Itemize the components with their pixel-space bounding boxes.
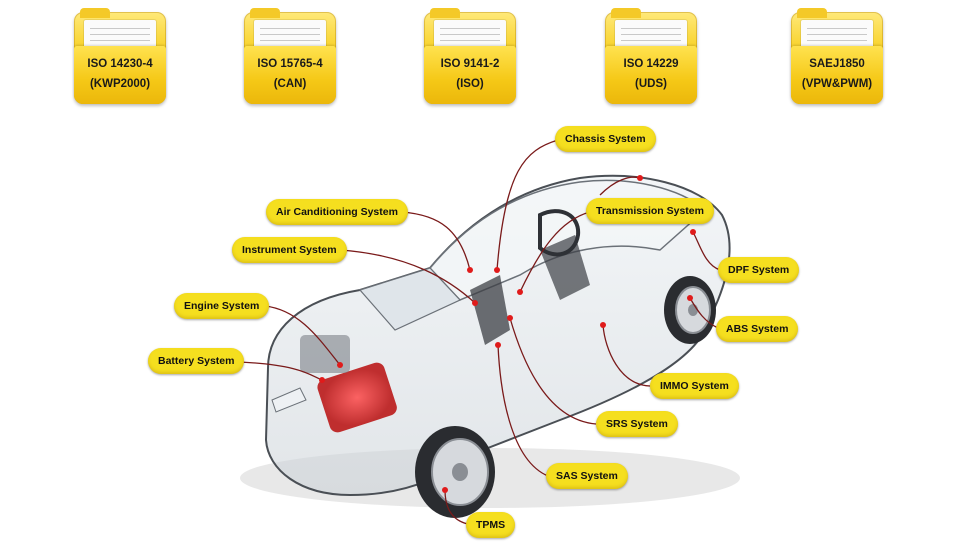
folder-icon — [424, 8, 516, 104]
label-abs-system: ABS System — [716, 316, 799, 342]
leader-instrument — [339, 249, 476, 304]
leader-chassis — [496, 139, 559, 271]
leader-sas — [497, 344, 549, 477]
point-transmission — [517, 289, 523, 295]
leader-immo — [602, 324, 651, 387]
leader-chassis-2 — [599, 176, 641, 196]
rear-wheel — [664, 276, 716, 344]
protocol-sub: (UDS) — [635, 78, 667, 90]
label-sas-system: SAS System — [546, 463, 628, 489]
protocol-folder-iso: ISO 9141-2 (ISO) — [424, 8, 516, 104]
point-abs — [687, 295, 693, 301]
protocol-name: ISO 14230-4 — [87, 58, 153, 70]
point-air-conditioning — [467, 267, 473, 273]
folder-icon — [74, 8, 166, 104]
leader-air-conditioning — [401, 211, 471, 271]
leader-battery — [239, 361, 323, 381]
point-battery — [319, 377, 325, 383]
point-immo — [600, 322, 606, 328]
car-seat-front — [470, 275, 510, 345]
engine-block — [317, 362, 397, 433]
label-srs-system: SRS System — [596, 411, 678, 437]
protocol-folder-uds: ISO 14229 (UDS) — [605, 8, 697, 104]
point-sas — [495, 342, 501, 348]
leader-tpms — [444, 489, 469, 525]
folder-icon — [244, 8, 336, 104]
protocol-name: ISO 14229 — [623, 58, 679, 70]
folder-icon — [791, 8, 883, 104]
label-immo-system: IMMO System — [650, 373, 739, 399]
protocol-name: ISO 9141-2 — [440, 58, 500, 70]
headlight — [271, 387, 307, 413]
protocol-sub: (CAN) — [273, 78, 307, 90]
label-dpf-system: DPF System — [718, 257, 800, 283]
label-transmission-system: Transmission System — [586, 198, 714, 224]
folder-icon — [605, 8, 697, 104]
label-battery-system: Battery System — [148, 348, 245, 374]
label-chassis-system: Chassis System — [555, 126, 656, 152]
point-transmission-2 — [637, 175, 643, 181]
point-dpf — [690, 229, 696, 235]
point-tpms — [442, 487, 448, 493]
leader-abs — [689, 297, 719, 329]
leader-engine — [264, 305, 341, 366]
protocol-sub: (KWP2000) — [89, 78, 151, 90]
car-seat-rear — [540, 235, 590, 300]
protocol-folder-vpw-pwm: SAEJ1850 (VPW&PWM) — [791, 8, 883, 104]
protocol-name: SAEJ1850 — [809, 58, 865, 70]
car-windshield — [358, 267, 462, 331]
leader-srs — [509, 317, 597, 425]
car-steering — [538, 209, 581, 257]
protocol-sub: (ISO) — [456, 78, 484, 90]
leader-dpf — [692, 231, 721, 271]
point-srs — [507, 315, 513, 321]
protocol-name: ISO 15765-4 — [257, 58, 323, 70]
label-instrument-system: Instrument System — [232, 237, 347, 263]
point-engine — [337, 362, 343, 368]
label-tpms: TPMS — [466, 512, 516, 538]
protocol-folder-can: ISO 15765-4 (CAN) — [244, 8, 336, 104]
protocol-folder-kwp2000: ISO 14230-4 (KWP2000) — [74, 8, 166, 104]
label-air-conditioning-system: Air Canditioning System — [266, 199, 408, 225]
label-engine-system: Engine System — [174, 293, 270, 319]
protocol-sub: (VPW&PWM) — [801, 78, 873, 90]
point-instrument — [472, 300, 478, 306]
leader-transmission — [519, 211, 591, 293]
point-chassis — [494, 267, 500, 273]
